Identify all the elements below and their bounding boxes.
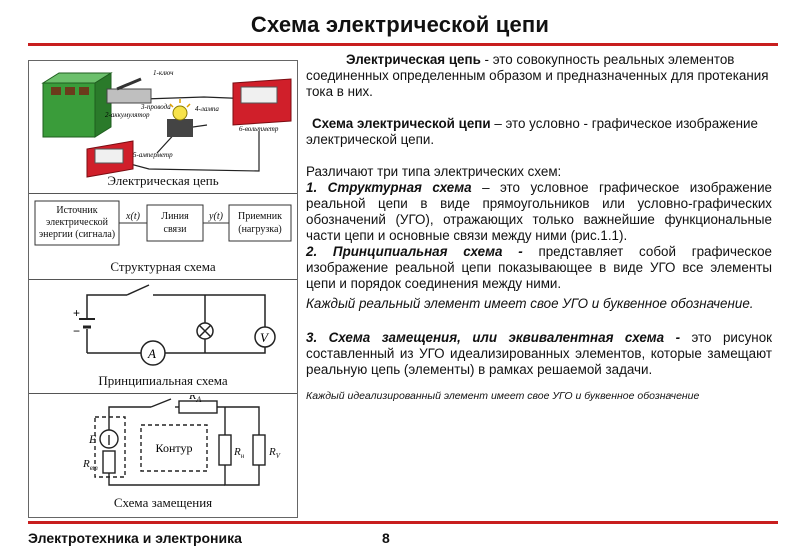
voltmeter-label: V [260,330,270,345]
note-ideal-element: Каждый идеализированный элемент имеет св… [306,390,700,402]
svg-text:Rн: Rн [233,446,245,460]
body-text: Электрическая цепь - это совокупность ре… [306,52,772,404]
switch-icon [106,77,152,104]
receiver-line2: (нагрузка) [238,224,282,235]
signal-x: x(t) [125,211,141,222]
rvt-sub: вт [90,464,98,472]
plus-sign: + [73,306,80,320]
ammeter-label: A [147,346,156,361]
caption-structural: Структурная схема [110,259,216,274]
source-line1: Источник [56,205,97,216]
label-voltmeter: 6-вольтметр [239,125,279,133]
footer-line [28,521,778,524]
real-circuit-illustration: 1-ключ 2-аккумулятор 3-провода 4-лампа 5… [41,69,292,178]
voltmeter-icon [232,78,292,126]
divider [29,279,297,280]
footer-course: Электротехника и электроника [28,530,242,546]
kontur-label: Контур [156,441,193,455]
note-real-element: Каждый реальный элемент имеет свое УГО и… [306,296,754,311]
rv-sub: V [276,452,281,460]
source-line3: энергии (сигнала) [39,229,115,240]
rn-label: R [233,446,241,458]
source-line2: электрической [46,217,109,228]
ra-sub: A [195,395,201,404]
definition-circuit: Электрическая цепь - это совокупность ре… [306,52,769,99]
type-structural: 1. Структурная схема – это условное граф… [306,180,772,243]
definition-scheme: Схема электрической цепи – это условно -… [306,116,758,147]
svg-text:RV: RV [268,446,281,460]
rvt-label: R [82,458,90,470]
type-schematic: 2. Принципиальная схема - представляет с… [306,244,772,291]
caption-equivalent: Схема замещения [113,495,213,510]
receiver-line1: Приемник [238,211,282,222]
label-wires: 3-провода [140,103,171,111]
divider [29,193,297,194]
page-title: Схема электрической цепи [250,12,550,37]
type-equivalent: 3. Схема замещения, или эквивалентная сх… [306,330,772,377]
svg-text:RA: RA [188,395,201,404]
minus-sign: − [73,324,80,338]
emf-label: E [88,432,97,446]
signal-y: y(t) [208,211,224,222]
label-ammeter: 5-амперметр [133,151,173,159]
caption-real-circuit: Электрическая цепь [107,173,219,188]
divider [29,393,297,394]
ammeter-icon [86,140,134,178]
label-key: 1-ключ [153,69,174,77]
figure-panel: 1-ключ 2-аккумулятор 3-провода 4-лампа 5… [28,60,298,518]
rv-label: R [268,446,276,458]
link-line1: Линия [161,211,189,222]
structural-diagram: Источник электрической энергии (сигнала)… [34,200,292,246]
schematic-diagram: + − A V [73,284,276,366]
svg-text:Rвт: Rвт [82,458,98,472]
equivalent-circuit: RA E Rвт Rн RV Контур [82,395,281,486]
battery-icon [41,72,113,138]
page-number: 8 [382,530,390,546]
caption-schematic: Принципиальная схема [98,373,228,388]
ra-label: R [188,395,197,402]
lamp-icon [167,99,193,137]
rn-sub: н [241,452,245,460]
title-underline [28,43,778,46]
link-line2: связи [164,224,188,235]
label-lamp: 4-лампа [195,105,219,113]
types-intro: Различают три типа электрических схем: [306,164,562,179]
label-battery: 2-аккумулятор [105,111,150,119]
